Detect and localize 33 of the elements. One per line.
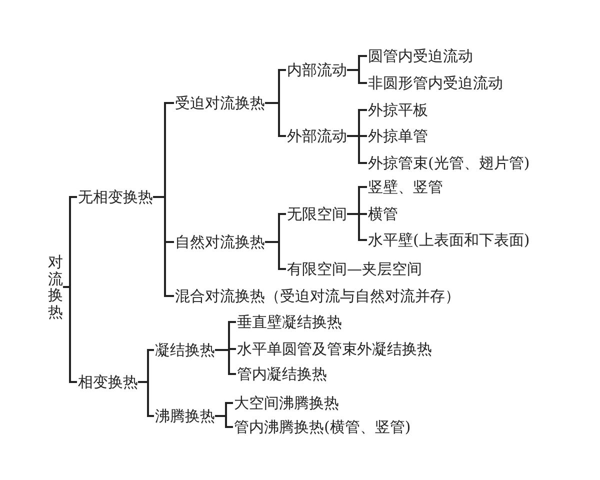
category-label: 竖壁、竖管 — [368, 178, 443, 196]
bracket-line — [215, 415, 233, 428]
category-label: 沸腾换热 — [155, 407, 215, 425]
bracket-line — [153, 196, 174, 297]
bracket-line — [347, 213, 367, 241]
category-label: 混合对流换热（受迫对流与自然对流并存） — [175, 287, 460, 305]
category-label: 管内沸腾换热(横管、竖管) — [234, 418, 411, 436]
category-label: 管内凝结换热 — [237, 365, 327, 383]
category-label: 凝结换热 — [155, 341, 215, 359]
category-label: 自然对流换热 — [175, 233, 265, 251]
bracket-line — [347, 135, 367, 164]
category-label: 对流换热 — [48, 254, 63, 320]
category-label: 水平单圆管及管束外凝结换热 — [237, 340, 432, 358]
bracket-line — [215, 349, 236, 375]
category-label: 内部流动 — [287, 61, 347, 79]
category-label: 圆管内受迫流动 — [368, 47, 473, 65]
category-label: 无限空间 — [287, 205, 347, 223]
category-label: 无相变换热 — [78, 188, 153, 206]
category-label: 非圆形管内受迫流动 — [368, 74, 503, 92]
category-label: 外掠平板 — [368, 101, 428, 119]
category-label: 外掠单管 — [368, 127, 428, 145]
category-label: 外部流动 — [287, 127, 347, 145]
category-label: 有限空间—夹层空间 — [287, 260, 422, 278]
bracket-line — [265, 102, 286, 137]
bracket-line — [265, 241, 286, 270]
category-label: 水平壁(上表面和下表面) — [368, 231, 530, 249]
category-label: 外掠管束(光管、翅片管) — [368, 154, 530, 172]
category-label: 大空间沸腾换热 — [234, 394, 339, 412]
category-label: 垂直壁凝结换热 — [237, 313, 342, 331]
bracket-line — [347, 69, 367, 84]
category-label: 横管 — [368, 205, 398, 223]
category-label: 受迫对流换热 — [175, 94, 265, 112]
category-label: 相变换热 — [78, 373, 138, 391]
